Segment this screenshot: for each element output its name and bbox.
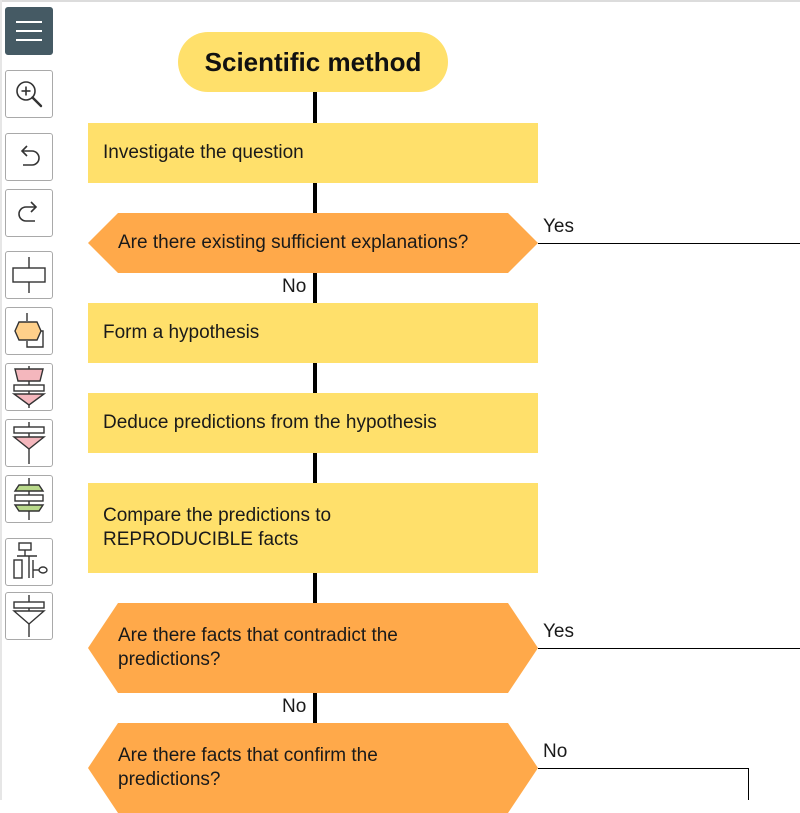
- add-subprocess-button[interactable]: [5, 538, 53, 586]
- connector-contradict-confirm: [313, 693, 317, 723]
- branch-existing-yes-line: [538, 243, 800, 244]
- undo-button[interactable]: [5, 133, 53, 181]
- add-loop-start-button[interactable]: [5, 363, 53, 411]
- step-investigate-label: Investigate the question: [103, 142, 304, 163]
- step-deduce[interactable]: Deduce predictions from the hypothesis: [88, 393, 538, 453]
- edge-label-contradict-no: No: [280, 696, 309, 718]
- add-decision-button[interactable]: [5, 307, 53, 355]
- decision-shape-icon: [14, 313, 44, 348]
- connector-hypothesis-deduce: [313, 363, 317, 393]
- step-compare[interactable]: Compare the predictions to REPRODUCIBLE …: [88, 483, 538, 573]
- branch-contradict-yes-line: [538, 648, 800, 649]
- add-loop-end-button[interactable]: [5, 419, 53, 467]
- edge-label-confirm-no: No: [541, 741, 570, 763]
- loop-start-shape-icon: [11, 366, 47, 408]
- zoom-in-button[interactable]: [5, 70, 53, 118]
- decision-contradict-label: Are there facts that contradict the pred…: [118, 625, 398, 670]
- decision-contradict[interactable]: Are there facts that contradict the pred…: [88, 603, 538, 693]
- connector-compare-contradict: [313, 573, 317, 603]
- hamburger-icon: [16, 21, 42, 41]
- decision-existing-explanations[interactable]: Are there existing sufficient explanatio…: [88, 213, 538, 273]
- connector-deduce-compare: [313, 453, 317, 483]
- process-shape-icon: [12, 257, 46, 293]
- step-investigate[interactable]: Investigate the question: [88, 123, 538, 183]
- step-compare-label: Compare the predictions to REPRODUCIBLE …: [103, 505, 332, 550]
- zoom-in-icon: [16, 81, 43, 108]
- end-shape-icon: [12, 595, 46, 637]
- branch-confirm-no-line: [538, 768, 749, 769]
- edge-label-contradict-yes: Yes: [541, 621, 576, 643]
- title-terminal[interactable]: Scientific method: [178, 32, 448, 92]
- parallel-shape-icon: [13, 478, 45, 520]
- branch-confirm-no-down-line: [748, 768, 749, 800]
- edge-label-existing-yes: Yes: [541, 216, 576, 238]
- decision-confirm-label: Are there facts that confirm the predict…: [118, 745, 378, 790]
- top-border: [0, 0, 800, 2]
- undo-icon: [20, 145, 40, 166]
- add-process-button[interactable]: [5, 251, 53, 299]
- connector-investigate-existing: [313, 183, 317, 213]
- connector-existing-hypothesis: [313, 273, 317, 303]
- subprocess-shape-icon: [13, 542, 48, 579]
- step-hypothesis-label: Form a hypothesis: [103, 322, 260, 343]
- redo-icon: [18, 201, 38, 222]
- menu-button[interactable]: [5, 7, 53, 55]
- add-parallel-button[interactable]: [5, 475, 53, 523]
- left-border: [0, 0, 2, 800]
- decision-confirm[interactable]: Are there facts that confirm the predict…: [88, 723, 538, 813]
- step-deduce-label: Deduce predictions from the hypothesis: [103, 412, 437, 433]
- redo-button[interactable]: [5, 189, 53, 237]
- loop-end-shape-icon: [12, 422, 46, 464]
- add-end-button[interactable]: [5, 592, 53, 640]
- step-hypothesis[interactable]: Form a hypothesis: [88, 303, 538, 363]
- decision-existing-explanations-label: Are there existing sufficient explanatio…: [118, 232, 469, 253]
- connector-title-investigate: [313, 92, 317, 123]
- edge-label-existing-no: No: [280, 276, 309, 298]
